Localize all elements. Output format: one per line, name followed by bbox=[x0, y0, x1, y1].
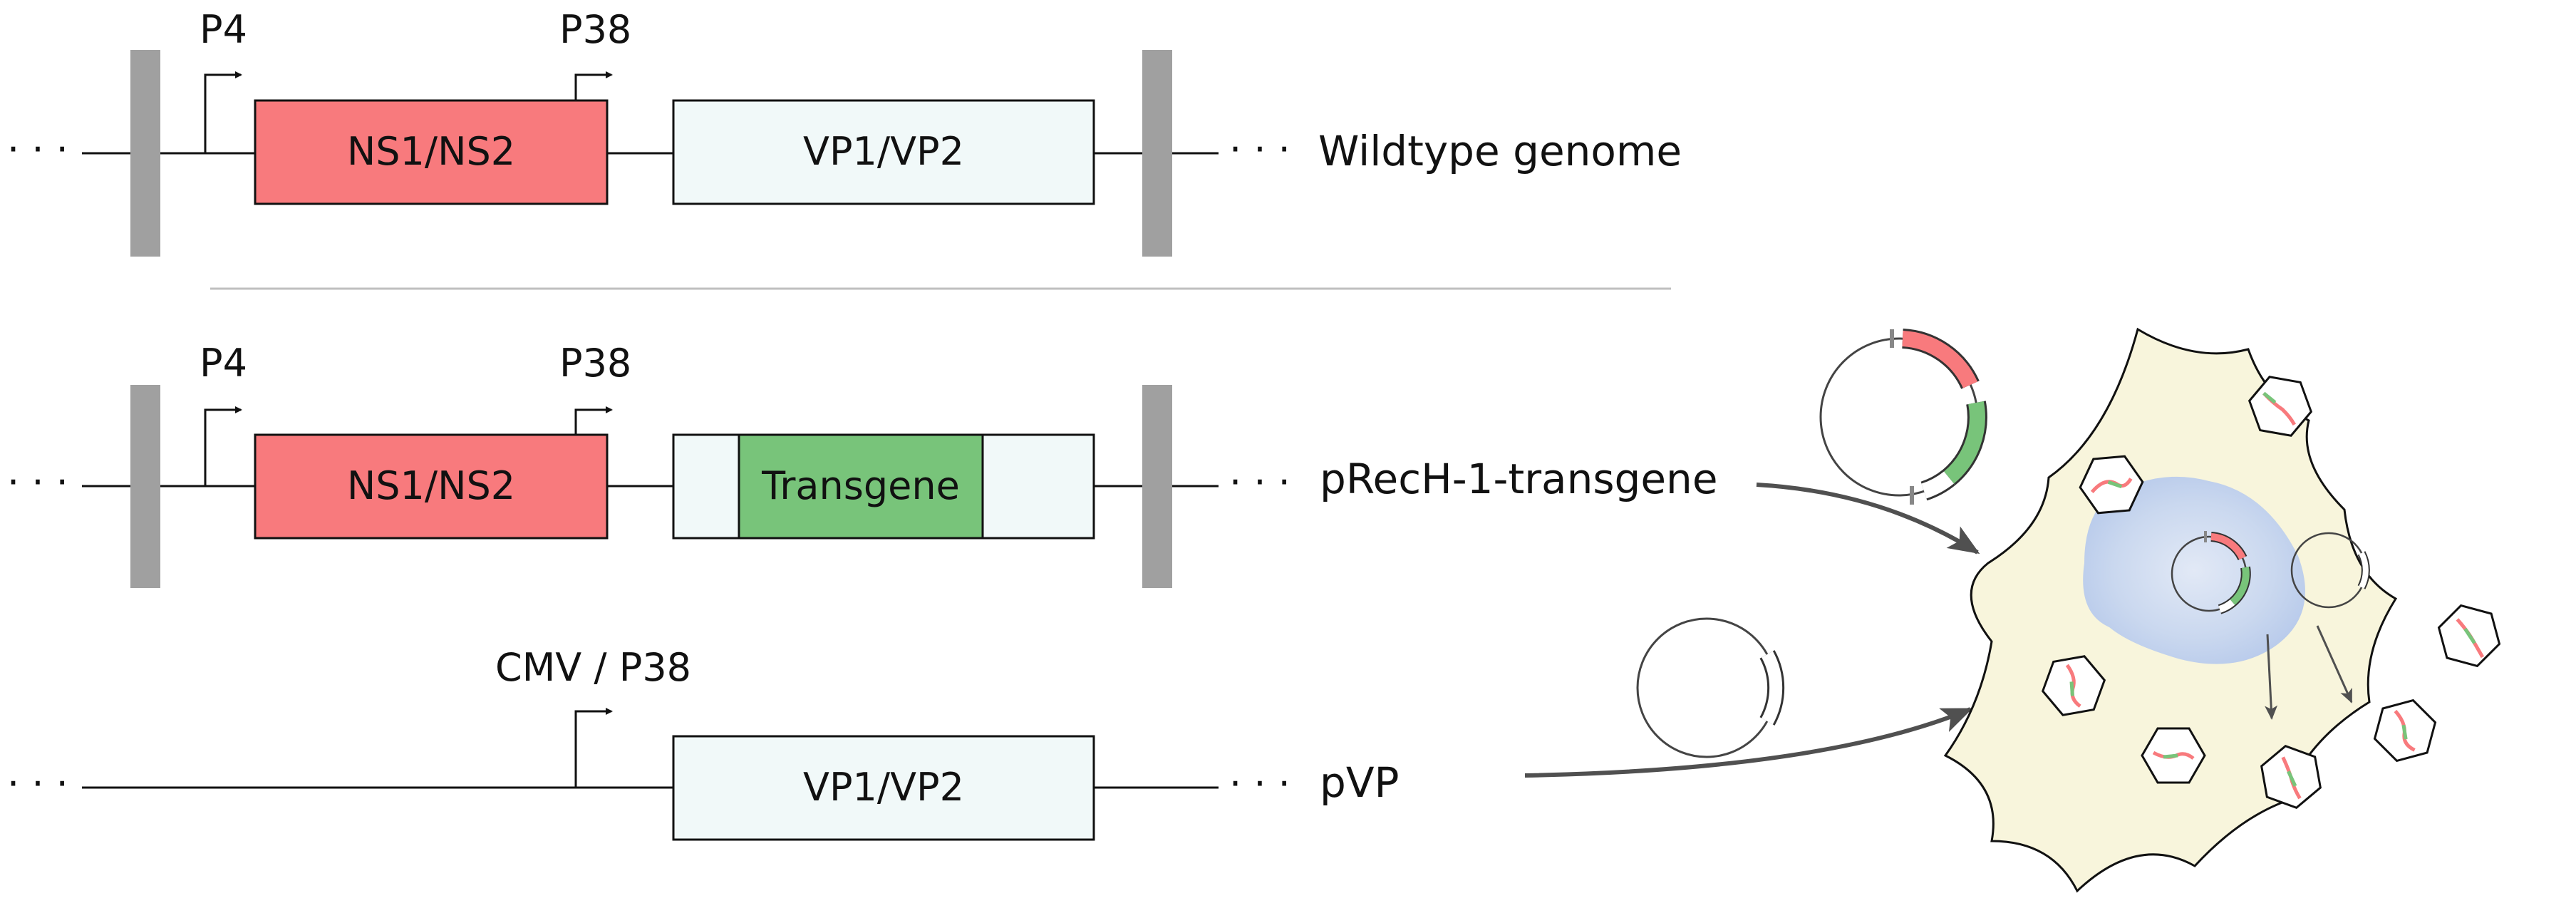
arrow-inside-cell bbox=[2316, 625, 2353, 703]
ns1-ns2-label: NS1/NS2 bbox=[347, 463, 515, 508]
helper-plasmid-row: · · · · · · CMV / P38 VP1/VP2 pVP bbox=[7, 645, 1399, 841]
wildtype-genome-row: · · · · · · P4 NS1/NS2 P38 VP1/VP2 Wildt… bbox=[7, 7, 1682, 257]
itr-left bbox=[130, 385, 160, 588]
transgene-gene bbox=[738, 433, 984, 540]
itr-left bbox=[130, 50, 160, 257]
plasmid-icon bbox=[2171, 531, 2251, 614]
vp1-vp2-label: VP1/VP2 bbox=[803, 129, 964, 174]
dots-left: · · · bbox=[7, 460, 68, 505]
arrow-recombinant-to-cell bbox=[1756, 483, 1980, 555]
plasmid-icon bbox=[2290, 532, 2370, 609]
producer-cell-icon bbox=[1943, 327, 2501, 893]
promoter-p4-icon bbox=[204, 406, 242, 486]
dots-left: · · · bbox=[7, 127, 68, 172]
vp1-vp2-gene bbox=[672, 99, 1095, 205]
itr-right bbox=[1142, 385, 1172, 588]
row-label: pRecH-1-transgene bbox=[1320, 455, 1718, 503]
promoter-p4-label: P4 bbox=[200, 341, 247, 386]
promoter-cmv-p38-icon bbox=[574, 708, 613, 788]
dots-right: · · · bbox=[1229, 761, 1290, 806]
ns1-ns2-gene bbox=[254, 433, 609, 540]
itr-right bbox=[1142, 50, 1172, 257]
promoter-cmv-p38-label: CMV / P38 bbox=[495, 645, 691, 690]
row-label: pVP bbox=[1320, 758, 1399, 807]
promoter-p4-label: P4 bbox=[200, 7, 247, 52]
virus-capsid-icon bbox=[2041, 655, 2106, 716]
dots-left: · · · bbox=[7, 761, 68, 806]
promoter-p38-icon bbox=[574, 406, 613, 435]
vp1-vp2-gene bbox=[672, 735, 1095, 841]
virus-capsid-icon bbox=[2260, 745, 2322, 809]
promoter-p38-label: P38 bbox=[559, 7, 631, 52]
transgene-label: Transgene bbox=[761, 463, 960, 508]
recombinant-plasmid-icon bbox=[1819, 329, 1987, 505]
arrow-inside-cell bbox=[2265, 634, 2278, 720]
dots-right: · · · bbox=[1229, 460, 1290, 505]
recombinant-plasmid-row: · · · · · · P4 NS1/NS2 P38 Transgene pRe… bbox=[7, 341, 1718, 588]
ns1-ns2-gene bbox=[254, 99, 609, 205]
virus-capsid-icon bbox=[2437, 604, 2501, 668]
cell-nucleus bbox=[2083, 476, 2305, 664]
arrow-helper-to-cell bbox=[1524, 707, 1973, 778]
promoter-p4-icon bbox=[204, 71, 242, 153]
virus-capsid-icon bbox=[2079, 455, 2144, 515]
row-label: Wildtype genome bbox=[1318, 127, 1682, 175]
dots-right: · · · bbox=[1229, 127, 1290, 172]
virus-capsid-icon bbox=[2247, 376, 2313, 437]
helper-plasmid-icon bbox=[1636, 617, 1785, 758]
virus-capsid-icon bbox=[2373, 698, 2437, 763]
vp1-vp2-label: VP1/VP2 bbox=[803, 765, 964, 810]
promoter-p38-label: P38 bbox=[559, 341, 631, 386]
virus-capsid-icon bbox=[2141, 727, 2206, 784]
ns1-ns2-label: NS1/NS2 bbox=[347, 129, 515, 174]
promoter-p38-icon bbox=[574, 71, 613, 100]
